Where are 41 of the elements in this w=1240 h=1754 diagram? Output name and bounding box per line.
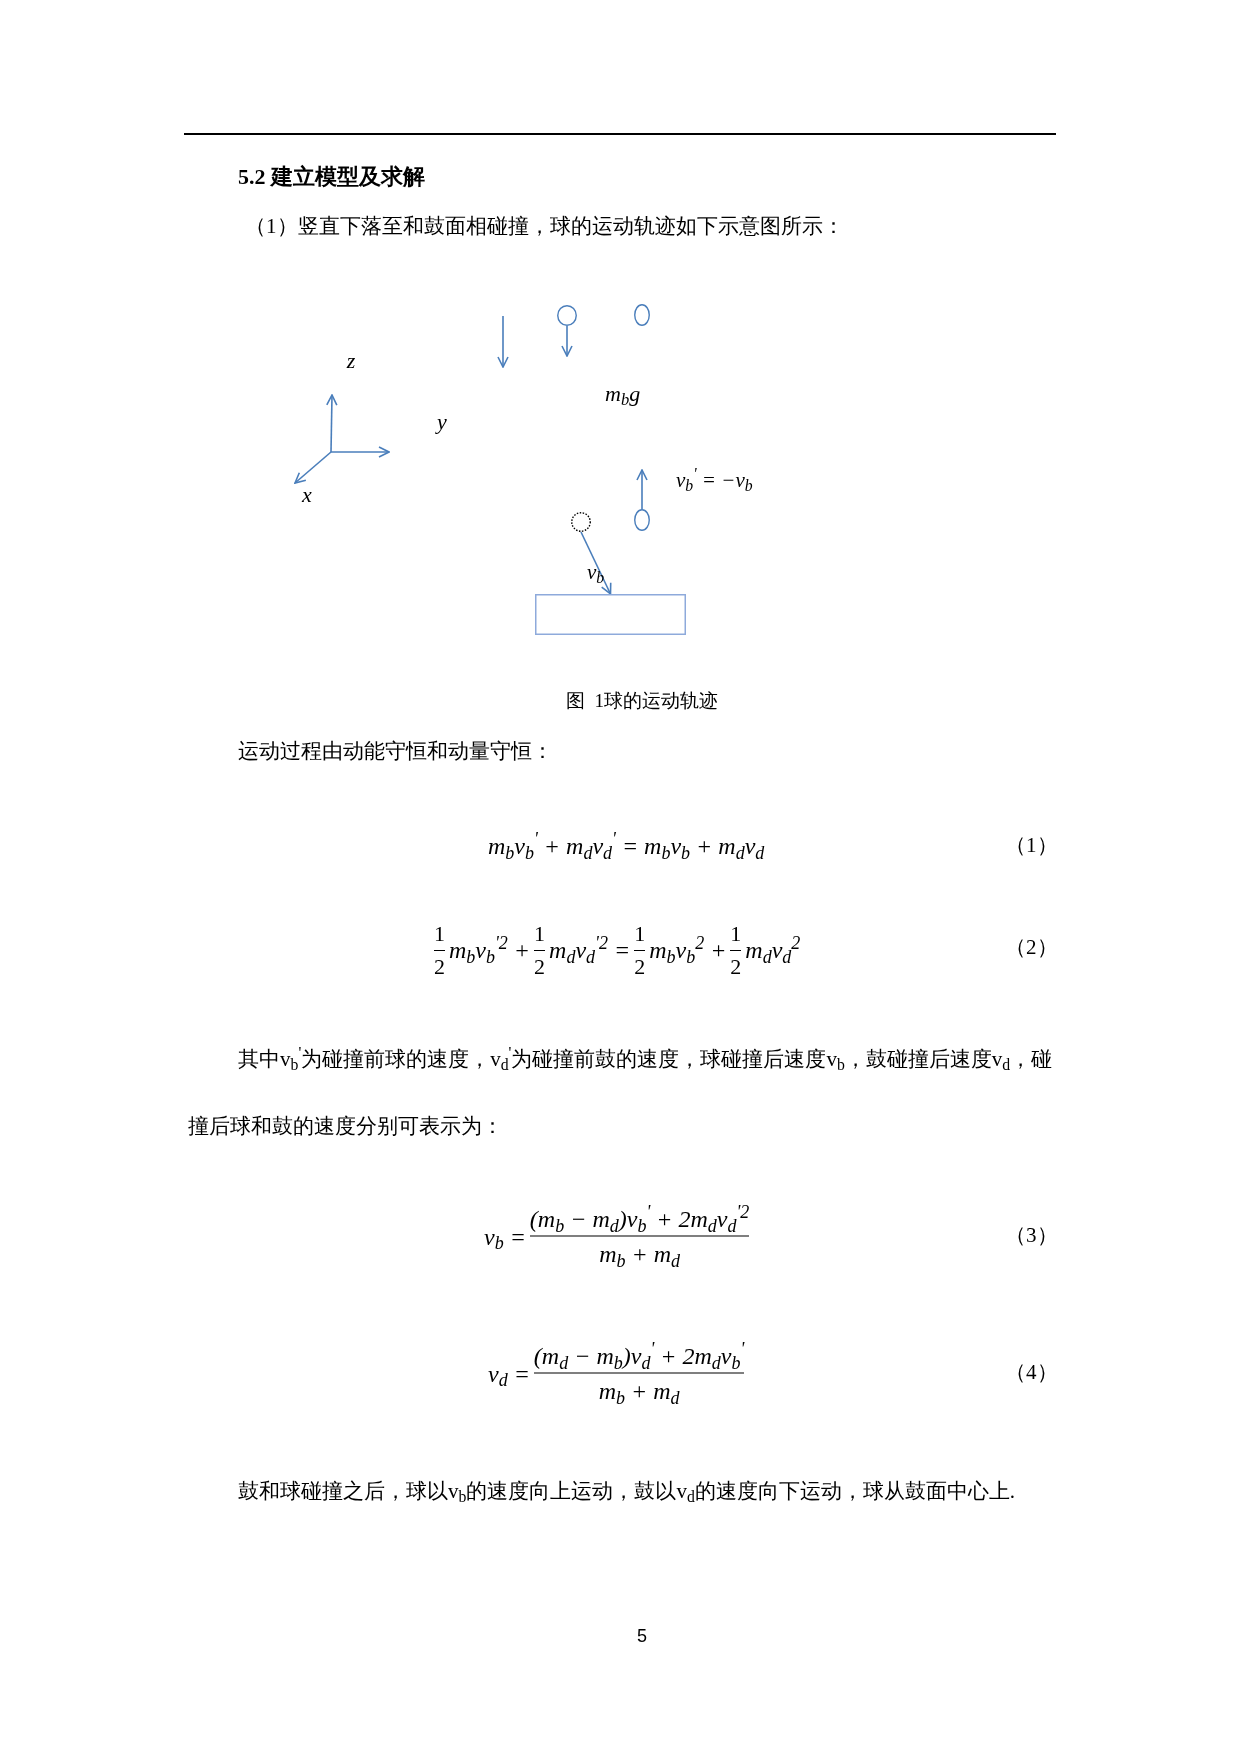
fraction-denominator: m$_{b}$ + m$_{d}$ [598,1376,680,1406]
axis-label: y [437,408,447,434]
page-number: 5 [637,1625,647,1646]
equation-term: m$_{b}$v$_{b}$$^{'2}$ + [449,935,531,965]
paragraph: 鼓和球碰撞之后，球以v$_{b}$的速度向上运动，鼓以v$_{d}$的速度向下运动，球从鼓面中心上. [237,1478,1016,1507]
dotted-ball-circle [571,512,591,532]
axis-label: z [346,347,356,373]
arrow [636,469,648,510]
intro-sentence: （1）竖直下落至和鼓面相碰撞，球的运动轨迹如下示意图所示： [245,214,844,239]
fraction-denominator: 2 [434,952,445,980]
fraction-denominator: m$_{b}$ + m$_{d}$ [599,1239,680,1269]
force-label: m$_{b}$g [605,380,641,406]
paragraph: 其中v$_{b}$$^{'}$为碰撞前球的速度，v$_{d}$$^{'}$为碰撞前鼓的速度，球碰撞后速度v$_{b}$，鼓碰撞后速度v$_{d}$，碰撞后球和鼓的速度分别可表示为： [188,1043,1054,1140]
equation-number: （3） [1005,1223,1058,1248]
fraction-numerator: 1 [634,920,646,948]
fraction-numerator: 1 [730,920,742,948]
ball-circle [557,305,577,326]
equation-term: m$_{d}$v$_{d}$$^{'2}$ = [549,935,631,965]
figure-caption: 图 1球的运动轨迹 [566,689,718,711]
fraction-denominator: 2 [534,952,546,980]
section-heading: 5.2 建立模型及求解 [238,163,425,191]
equation-number: （4） [1005,1360,1058,1385]
equation-number: （2） [1005,935,1058,960]
fraction-numerator: 1 [434,920,445,948]
arrow [561,325,573,357]
velocity-label: v$_{b}$$^{'}$ = −v$_{b}$ [676,468,753,493]
equation-term: v$_{b}$ = [484,1222,526,1251]
velocity-label: v$_{b}$ [587,560,605,585]
fraction-numerator: 1 [534,920,546,948]
arrow [580,531,612,595]
fraction-denominator: 2 [634,952,646,980]
paragraph: 运动过程由动能守恒和动量守恒： [238,739,553,764]
ball-ellipse [634,509,650,531]
axis-label: x [302,481,312,507]
ball-ellipse [634,304,650,326]
equation-number: （1） [1005,833,1058,858]
equation: m$_{b}$v$_{b}$$^{'}$ + m$_{d}$v$_{d}$$^{'}$ = m$_{b}$v$_{b}$ + m$_{d}$v$_{d}$ [488,833,765,859]
drum-box [535,594,686,635]
equation-term: m$_{b}$v$_{b}$$^{2}$ + [649,935,727,965]
equation-term: v$_{d}$ = [488,1359,530,1388]
fraction-denominator: 2 [730,952,742,980]
